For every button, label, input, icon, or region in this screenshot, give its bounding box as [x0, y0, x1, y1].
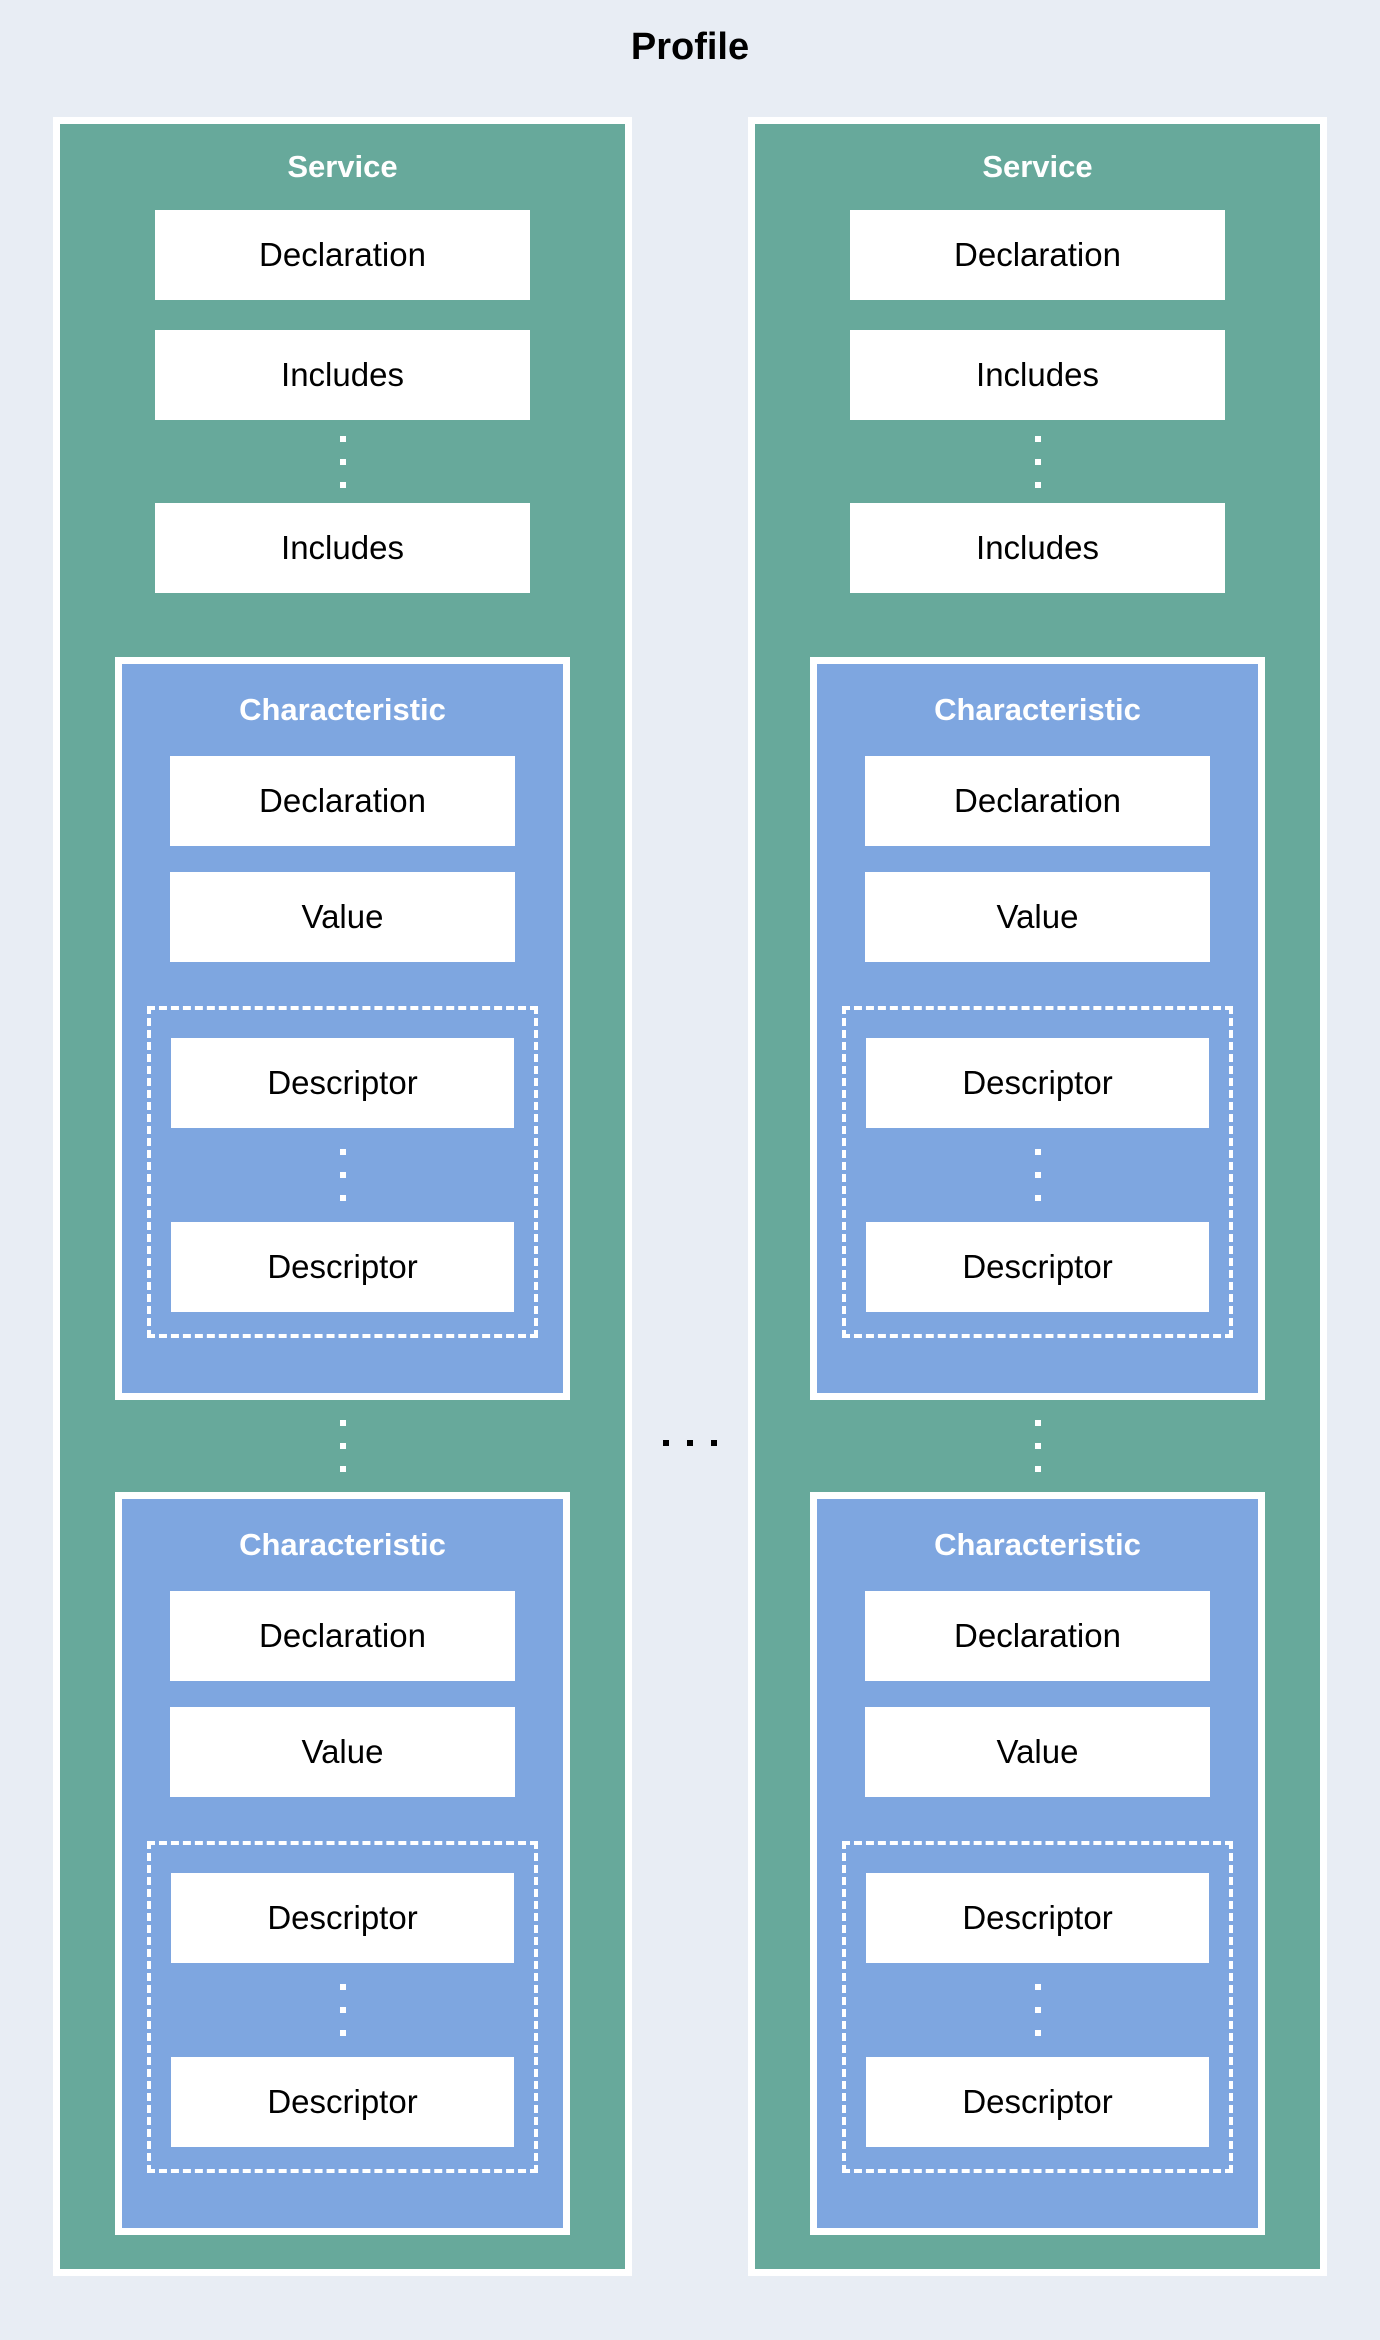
spacer [755, 593, 1320, 657]
vertical-ellipsis-icon [151, 1128, 534, 1222]
descriptor-group: Descriptor Descriptor [842, 1841, 1233, 2173]
descriptor-group: Descriptor Descriptor [147, 1841, 538, 2173]
services-row: Service Declaration Includes Includes Ch… [0, 117, 1380, 2276]
descriptor-box: Descriptor [171, 1038, 514, 1128]
ellipsis-dot [339, 1149, 346, 1155]
ellipsis-dot [1034, 1172, 1041, 1178]
descriptor-box: Descriptor [171, 1222, 514, 1312]
descriptor-box: Descriptor [866, 1222, 1209, 1312]
ellipsis-dot [1034, 1195, 1041, 1201]
characteristic-title: Characteristic [239, 1527, 446, 1562]
ellipsis-dot [339, 1466, 346, 1472]
spacer [817, 962, 1258, 1006]
spacer [122, 962, 563, 1006]
descriptor-box: Descriptor [866, 2057, 1209, 2147]
page-title: Profile [630, 26, 750, 68]
ellipsis-dot [339, 2030, 346, 2036]
horizontal-ellipsis-icon [663, 1440, 717, 1446]
ellipsis-dot [1034, 1149, 1041, 1155]
spacer [817, 846, 1258, 872]
descriptor-group: Descriptor Descriptor [842, 1006, 1233, 1338]
service-includes-box: Includes [155, 503, 530, 593]
service-declaration-box: Declaration [850, 210, 1225, 300]
ellipsis-dot [711, 1440, 717, 1446]
characteristic-declaration-box: Declaration [865, 1591, 1210, 1681]
characteristic-box: Characteristic Declaration Value Descrip… [810, 657, 1265, 1400]
ellipsis-dot [339, 435, 346, 442]
characteristic-box: Characteristic Declaration Value Descrip… [810, 1492, 1265, 2235]
characteristic-title: Characteristic [239, 692, 446, 727]
characteristic-value-box: Value [865, 1707, 1210, 1797]
service-title: Service [287, 149, 398, 184]
service-box: Service Declaration Includes Includes Ch… [748, 117, 1327, 2276]
vertical-ellipsis-icon [846, 1128, 1229, 1222]
characteristic-declaration-box: Declaration [170, 1591, 515, 1681]
service-includes-box: Includes [850, 330, 1225, 420]
spacer [817, 1681, 1258, 1707]
ellipsis-dot [339, 1172, 346, 1178]
ellipsis-dot [1034, 2030, 1041, 2036]
descriptor-group: Descriptor Descriptor [147, 1006, 538, 1338]
ellipsis-dot [1034, 1466, 1041, 1472]
characteristic-declaration-box: Declaration [170, 756, 515, 846]
descriptor-box: Descriptor [866, 1038, 1209, 1128]
vertical-ellipsis-icon [60, 1400, 625, 1492]
ellipsis-dot [663, 1440, 669, 1446]
descriptor-box: Descriptor [171, 2057, 514, 2147]
spacer [122, 1681, 563, 1707]
vertical-ellipsis-icon [151, 1963, 534, 2057]
characteristic-title: Characteristic [934, 692, 1141, 727]
service-includes-box: Includes [850, 503, 1225, 593]
vertical-ellipsis-icon [755, 1400, 1320, 1492]
vertical-ellipsis-icon [755, 420, 1320, 503]
ellipsis-dot [1034, 1420, 1041, 1426]
ellipsis-dot [339, 1420, 346, 1426]
characteristic-box: Characteristic Declaration Value Descrip… [115, 1492, 570, 2235]
spacer [755, 300, 1320, 330]
service-declaration-box: Declaration [155, 210, 530, 300]
ellipsis-dot [687, 1440, 693, 1446]
ellipsis-dot [339, 1195, 346, 1201]
spacer [817, 1797, 1258, 1841]
ellipsis-dot [339, 458, 346, 465]
service-includes-box: Includes [155, 330, 530, 420]
ellipsis-dot [1034, 1984, 1041, 1990]
characteristic-title: Characteristic [934, 1527, 1141, 1562]
service-box: Service Declaration Includes Includes Ch… [53, 117, 632, 2276]
spacer [122, 1797, 563, 1841]
characteristic-value-box: Value [170, 872, 515, 962]
spacer [60, 300, 625, 330]
characteristic-value-box: Value [170, 1707, 515, 1797]
spacer [60, 593, 625, 657]
ellipsis-dot [339, 2007, 346, 2013]
characteristic-value-box: Value [865, 872, 1210, 962]
ellipsis-dot [1034, 458, 1041, 465]
ellipsis-dot [1034, 2007, 1041, 2013]
ellipsis-dot [339, 1443, 346, 1449]
ellipsis-dot [1034, 435, 1041, 442]
characteristic-declaration-box: Declaration [865, 756, 1210, 846]
spacer [122, 846, 563, 872]
characteristic-box: Characteristic Declaration Value Descrip… [115, 657, 570, 1400]
ellipsis-dot [1034, 1443, 1041, 1449]
service-title: Service [982, 149, 1093, 184]
vertical-ellipsis-icon [60, 420, 625, 503]
descriptor-box: Descriptor [866, 1873, 1209, 1963]
vertical-ellipsis-icon [846, 1963, 1229, 2057]
descriptor-box: Descriptor [171, 1873, 514, 1963]
ellipsis-dot [339, 481, 346, 488]
ellipsis-dot [1034, 481, 1041, 488]
ellipsis-dot [339, 1984, 346, 1990]
